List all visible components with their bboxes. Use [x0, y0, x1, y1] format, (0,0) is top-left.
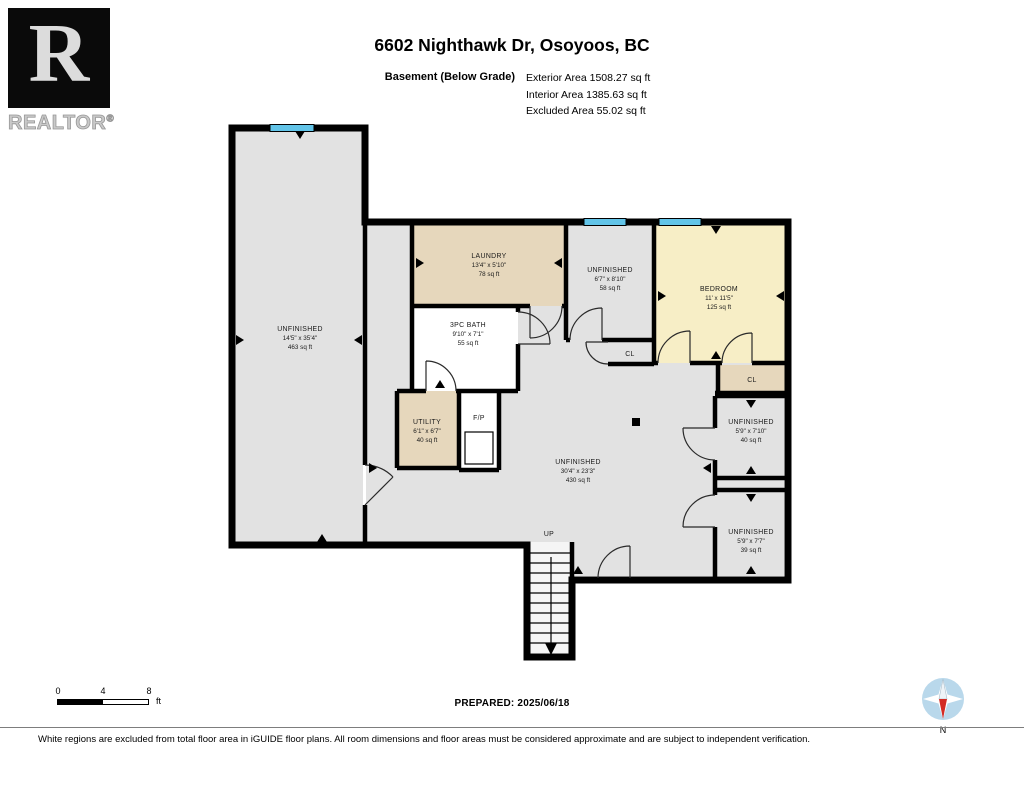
- room-area: 58 sq ft: [600, 285, 621, 292]
- room-label-unfinished-center: UNFINISHED 30'4" x 23'3" 430 sq ft: [555, 459, 601, 484]
- interior-walls: [362, 222, 788, 580]
- registered-symbol: ®: [106, 113, 115, 125]
- scale-unit: ft: [156, 696, 162, 706]
- room-dims: 9'10" x 7'1": [452, 331, 483, 338]
- floor-label: Basement (Below Grade): [384, 71, 515, 83]
- dimension-markers: [236, 131, 784, 574]
- door-swings: [364, 305, 753, 579]
- room-area: 78 sq ft: [479, 271, 500, 278]
- room-label-unfinished-right-lower: UNFINISHED 5'9" x 7'7" 39 sq ft: [728, 529, 774, 554]
- room-label-utility: UTILITY 6'1" x 6'7" 40 sq ft: [413, 419, 441, 444]
- interior-area-line: Interior Area 1385.63 sq ft: [526, 88, 647, 101]
- compass: N: [919, 675, 967, 735]
- stairs-up-label: UP: [544, 531, 554, 538]
- prepared-date: PREPARED: 2025/06/18: [454, 698, 570, 709]
- room-dims: 30'4" x 23'3": [561, 468, 596, 475]
- fireplace-detail: [464, 431, 494, 465]
- room-dims: 6'1" x 6'7": [413, 428, 441, 435]
- room-dims: 13'4" x 5'10": [472, 262, 507, 269]
- room-name: UNFINISHED: [728, 529, 774, 536]
- stairs-down-arrow-icon: [545, 643, 557, 655]
- stairs: [530, 552, 572, 655]
- room-area: 55 sq ft: [458, 340, 479, 347]
- realtor-brand-text: REALTOR: [8, 112, 107, 135]
- room-area: 40 sq ft: [741, 437, 762, 444]
- room-label-unfinished-right-upper: UNFINISHED 5'9" x 7'10" 40 sq ft: [728, 419, 774, 444]
- room-area: 39 sq ft: [741, 547, 762, 554]
- compass-north-label: N: [939, 725, 947, 735]
- scale-tick-8: 8: [146, 686, 152, 696]
- windows: [269, 124, 702, 226]
- realtor-logo-box: R: [8, 8, 110, 108]
- scale-bar-graphic: [57, 699, 149, 705]
- realtor-logo: R REALTOR®: [8, 8, 114, 135]
- room-dims: 5'9" x 7'10": [735, 428, 766, 435]
- compass-icon: [922, 678, 964, 720]
- room-dims: 14'5" x 35'4": [283, 335, 318, 342]
- excluded-area-line: Excluded Area 55.02 sq ft: [526, 105, 646, 117]
- room-label-bedroom: BEDROOM 11' x 11'5" 125 sq ft: [700, 286, 738, 311]
- realtor-wordmark: REALTOR®: [8, 112, 115, 135]
- exterior-area-line: Exterior Area 1508.27 sq ft: [526, 72, 651, 84]
- room-name: LAUNDRY: [471, 253, 506, 260]
- room-name: UTILITY: [413, 419, 441, 426]
- room-area: 463 sq ft: [288, 344, 312, 351]
- room-fills: [235, 131, 785, 653]
- room-label-unfinished-left: UNFINISHED 14'5" x 35'4" 463 sq ft: [277, 326, 323, 351]
- room-area: 40 sq ft: [417, 437, 438, 444]
- room-name: BEDROOM: [700, 286, 738, 293]
- room-labels: UNFINISHED 14'5" x 35'4" 463 sq ft LAUND…: [277, 253, 774, 554]
- page-title: 6602 Nighthawk Dr, Osoyoos, BC: [374, 35, 650, 55]
- room-area: 125 sq ft: [707, 304, 731, 311]
- room-dims: 11' x 11'5": [705, 295, 733, 302]
- room-dims: 6'7" x 8'10": [594, 276, 625, 283]
- room-name: UNFINISHED: [728, 419, 774, 426]
- realtor-r-mark: R: [28, 7, 90, 100]
- scale-segment-white: [103, 700, 148, 704]
- disclaimer-text: White regions are excluded from total fl…: [38, 734, 811, 745]
- area-summary: Exterior Area 1508.27 sq ft Interior Are…: [526, 70, 650, 120]
- scale-segment-black: [58, 700, 103, 704]
- scale-tick-0: 0: [55, 686, 61, 696]
- fireplace-label: F/P: [473, 415, 485, 422]
- room-label-laundry: LAUNDRY 13'4" x 5'10" 78 sq ft: [471, 253, 506, 278]
- room-name: 3PC BATH: [450, 322, 486, 329]
- room-label-unfinished-top: UNFINISHED 6'7" x 8'10" 58 sq ft: [587, 267, 633, 292]
- room-name: UNFINISHED: [277, 326, 323, 333]
- room-label-bath: 3PC BATH 9'10" x 7'1" 55 sq ft: [450, 322, 486, 347]
- room-name: UNFINISHED: [587, 267, 633, 274]
- closet-bedroom-label: CL: [747, 377, 757, 384]
- room-dims: 5'9" x 7'7": [737, 538, 765, 545]
- scale-bar: 0 4 8 ft: [55, 686, 187, 712]
- column: [632, 418, 640, 426]
- footer-divider: [0, 727, 1024, 728]
- scale-tick-4: 4: [100, 686, 106, 696]
- room-area: 430 sq ft: [566, 477, 590, 484]
- closet-hall-label: CL: [625, 351, 635, 358]
- room-name: UNFINISHED: [555, 459, 601, 466]
